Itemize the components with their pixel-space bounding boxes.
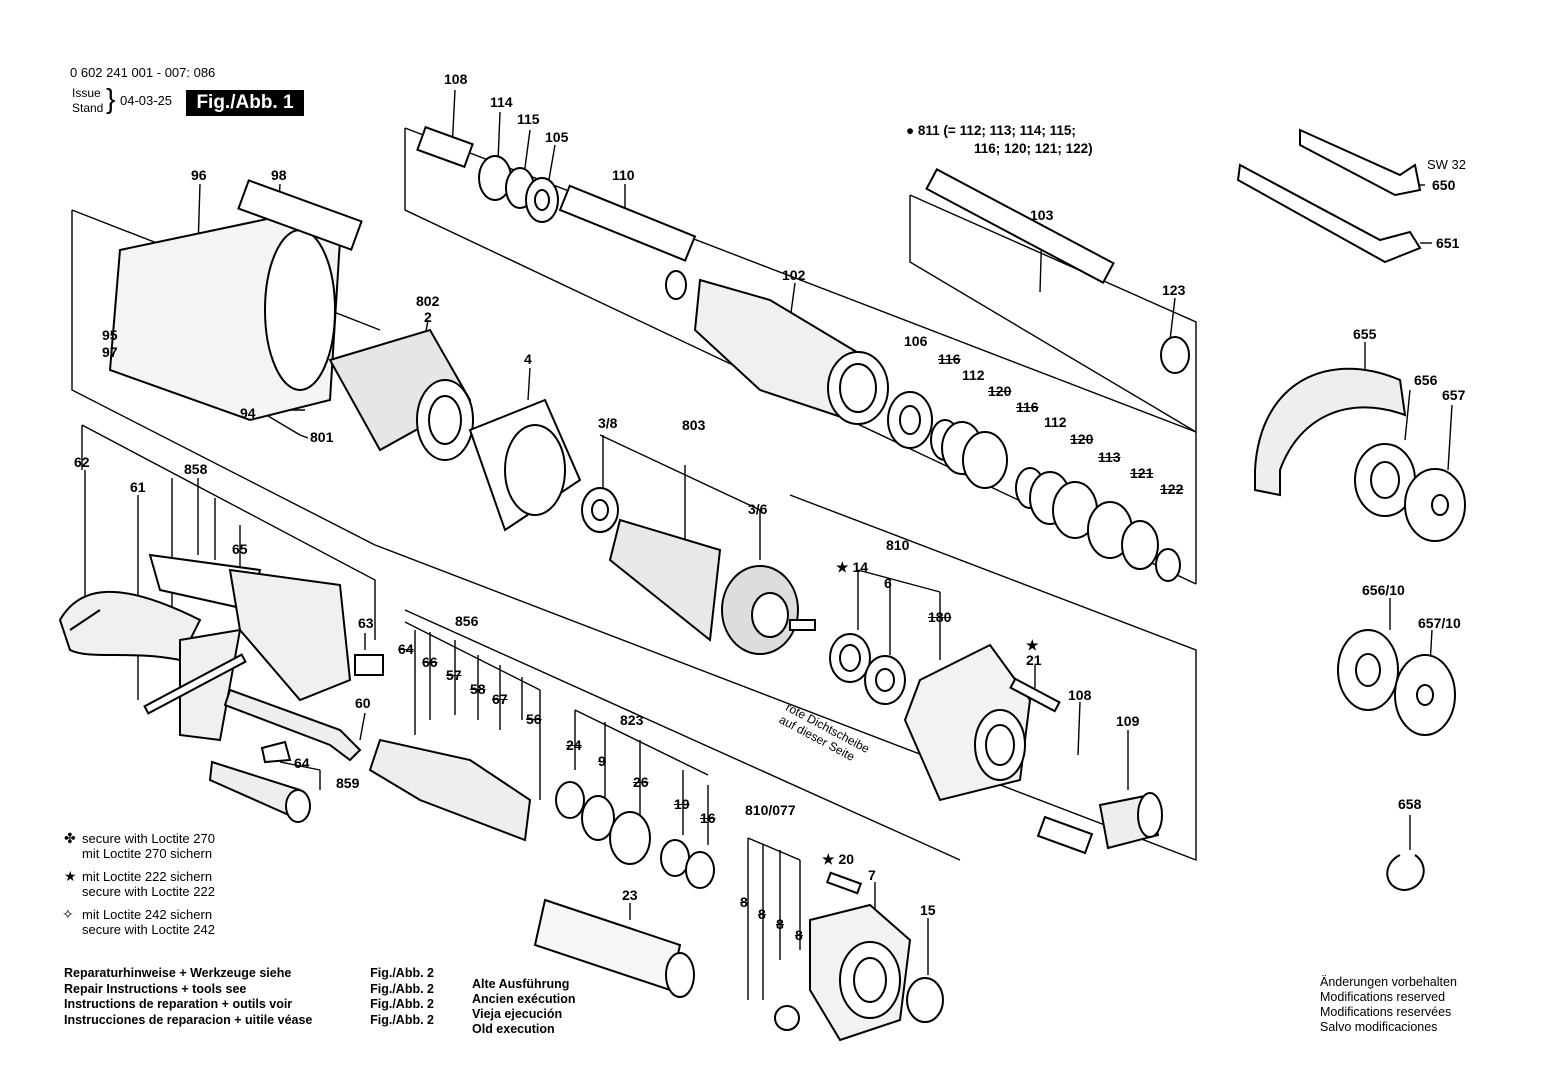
- part-655: 655: [1353, 326, 1377, 342]
- part-16: 16: [700, 810, 716, 826]
- issue-label: Issue: [72, 86, 101, 100]
- part-20: ★ 20: [822, 851, 855, 867]
- part-112-b: 112: [1044, 414, 1067, 430]
- stand-label: Stand: [72, 101, 104, 115]
- part-657: 657: [1442, 387, 1466, 403]
- part-651: 651: [1436, 235, 1460, 251]
- part-116: 116: [938, 351, 961, 367]
- loctite-242-icon: ✧: [62, 906, 74, 922]
- part-106: 106: [904, 333, 928, 349]
- part-858: 858: [184, 461, 208, 477]
- part-657-10: 657/10: [1418, 615, 1461, 631]
- part-4: 4: [524, 351, 532, 367]
- part-108-top: 108: [444, 71, 468, 87]
- brace-glyph: }: [106, 83, 116, 114]
- part-122: 122: [1160, 481, 1184, 497]
- part-656: 656: [1414, 372, 1438, 388]
- part-109: 109: [1116, 713, 1140, 729]
- part-112-a: 112: [962, 367, 985, 383]
- part-9: 9: [598, 753, 606, 769]
- part-23: 23: [622, 887, 638, 903]
- part-61: 61: [130, 479, 146, 495]
- part-180: 180: [928, 609, 952, 625]
- part-95: 95: [102, 327, 118, 343]
- issue-date: 04-03-25: [120, 93, 173, 108]
- part-number: 0 602 241 001 - 007: 086: [70, 65, 216, 80]
- part-8-a: 8: [740, 894, 748, 910]
- part-110: 110: [612, 167, 635, 183]
- kit-note-line1: ● 811 (= 112; 113; 114; 115;: [906, 123, 1076, 138]
- part-856: 856: [455, 613, 479, 629]
- part-14: ★ 14: [836, 559, 869, 575]
- part-96: 96: [191, 167, 207, 183]
- part-810-077: 810/077: [745, 802, 796, 818]
- part-121: 121: [1130, 465, 1154, 481]
- part-656-10: 656/10: [1362, 582, 1405, 598]
- part-102: 102: [782, 267, 806, 283]
- part-63: 63: [358, 615, 374, 631]
- repair-row: Instrucciones de reparacion + uitile véa…: [64, 1012, 434, 1027]
- part-98: 98: [271, 167, 287, 183]
- part-802: 802: [416, 293, 440, 309]
- part-6: 6: [884, 575, 892, 591]
- part-8-b: 8: [758, 906, 766, 922]
- part-65: 65: [232, 541, 248, 557]
- part-116-b: 116: [1016, 399, 1039, 415]
- part-94: 94: [240, 405, 256, 421]
- part-26: 26: [633, 774, 649, 790]
- part-19: 19: [674, 796, 690, 812]
- part-105: 105: [545, 129, 569, 145]
- part-108-right: 108: [1068, 687, 1092, 703]
- repair-row: Instructions de reparation + outils voir…: [64, 997, 434, 1011]
- part-3-8: 3/8: [598, 415, 618, 431]
- part-56: 56: [526, 711, 542, 727]
- part-115: 115: [517, 111, 540, 127]
- part-810: 810: [886, 537, 910, 553]
- part-64: 64: [294, 755, 310, 771]
- part-2: 2: [424, 309, 432, 325]
- kit-note-line2: 116; 120; 121; 122): [974, 141, 1093, 156]
- part-658: 658: [1398, 796, 1422, 812]
- part-60: 60: [355, 695, 371, 711]
- part-8-c: 8: [776, 916, 784, 932]
- part-15: 15: [920, 902, 936, 918]
- loctite-270-icon: ✤: [64, 830, 76, 846]
- wrench-size: SW 32: [1427, 157, 1467, 172]
- part-97: 97: [102, 344, 118, 360]
- figure-label: Fig./Abb. 1: [186, 90, 304, 116]
- loctite-222-icon: ★: [64, 868, 77, 884]
- part-8-d: 8: [795, 927, 803, 943]
- part-823: 823: [620, 712, 644, 728]
- part-24: 24: [566, 737, 582, 753]
- part-859: 859: [336, 775, 360, 791]
- part-66: 66: [422, 654, 438, 670]
- part-64-old: 64: [398, 641, 414, 657]
- part-57: 57: [446, 667, 462, 683]
- part-123: 123: [1162, 282, 1186, 298]
- part-801: 801: [310, 429, 334, 445]
- part-58: 58: [470, 681, 486, 697]
- part-114: 114: [490, 94, 513, 110]
- part-7: 7: [868, 867, 876, 883]
- part-120-b: 120: [1070, 431, 1094, 447]
- part-120-a: 120: [988, 383, 1012, 399]
- part-3-6: 3/6: [748, 501, 768, 517]
- part-62: 62: [74, 454, 90, 470]
- part-113: 113: [1098, 449, 1121, 465]
- part-650: 650: [1432, 177, 1456, 193]
- part-103: 103: [1030, 207, 1054, 223]
- part-803: 803: [682, 417, 706, 433]
- part-21: ★21: [1026, 637, 1042, 668]
- part-67: 67: [492, 691, 508, 707]
